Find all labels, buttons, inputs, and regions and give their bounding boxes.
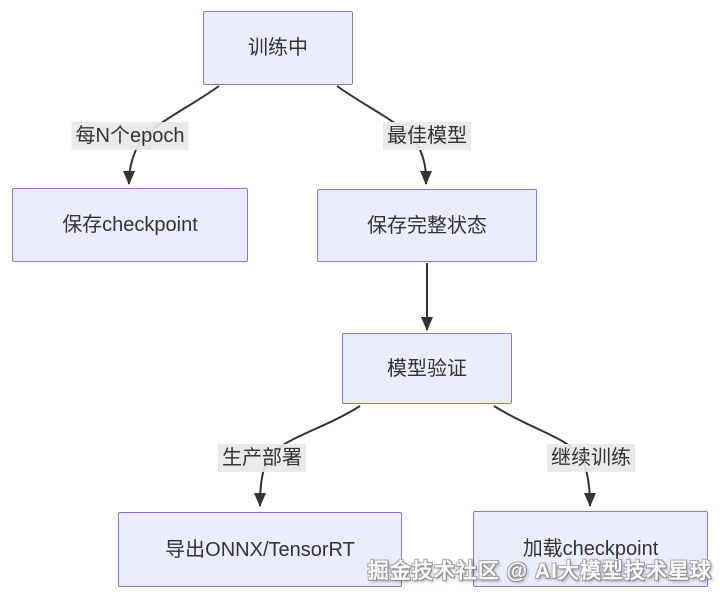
node-save-full-state-label: 保存完整状态 [367, 214, 487, 237]
node-export-onnx: 导出ONNX/TensorRT [118, 512, 402, 587]
node-training-label: 训练中 [248, 37, 308, 59]
node-model-validation: 模型验证 [342, 333, 512, 404]
node-save-checkpoint: 保存checkpoint [12, 188, 248, 262]
node-load-checkpoint-label: 加载checkpoint [522, 538, 659, 560]
node-export-onnx-label: 导出ONNX/TensorRT [165, 538, 355, 561]
edge-label-best-model: 最佳模型 [383, 122, 471, 150]
node-save-full-state: 保存完整状态 [317, 189, 537, 262]
node-model-validation-label: 模型验证 [387, 357, 467, 380]
node-training: 训练中 [203, 11, 353, 85]
node-save-checkpoint-label: 保存checkpoint [62, 214, 198, 236]
edge-label-continue-training: 继续训练 [547, 444, 635, 472]
edge-label-every-n-epoch: 每N个epoch [71, 122, 189, 150]
node-load-checkpoint: 加载checkpoint [473, 511, 708, 587]
watermark: 掘金技术社区 @ AI大模型技术星球 [367, 560, 712, 583]
edge-label-production-deploy: 生产部署 [218, 444, 306, 472]
